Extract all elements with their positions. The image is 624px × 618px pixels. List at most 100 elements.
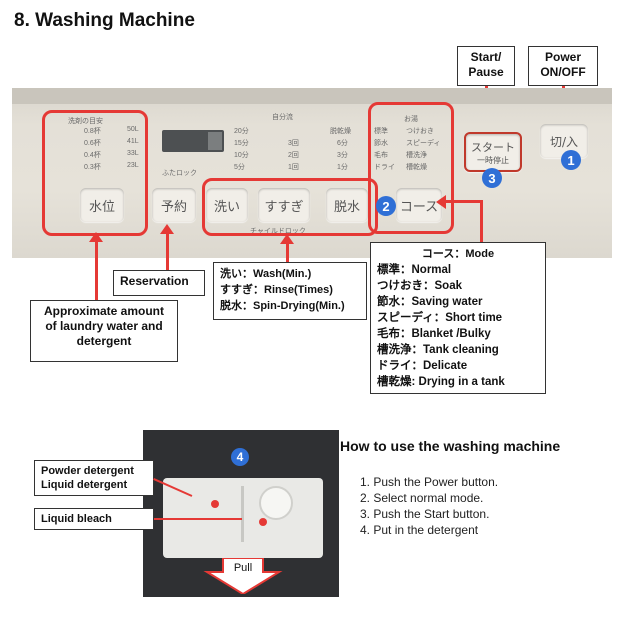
wash-min-20: 20分	[234, 128, 249, 135]
step-2-badge: 2	[376, 196, 396, 216]
water-arrow-line	[95, 240, 98, 300]
bleach-dot	[259, 518, 267, 526]
lcd-indicator	[208, 132, 222, 150]
mode-tank-cleaning: 槽洗浄：Tank cleaning	[377, 344, 499, 356]
liquid-label: Liquid detergent	[41, 479, 128, 491]
page-title: 8. Washing Machine	[14, 10, 195, 31]
start-pause-label-line1: Start/	[470, 50, 502, 64]
reserve-arrow-line	[166, 232, 169, 272]
water-level-4: 0.3杯	[84, 164, 101, 171]
course-right-1: つけおき	[406, 128, 434, 135]
water-liter-3: 33L	[127, 150, 139, 157]
bleach-pointer	[154, 518, 242, 520]
water-level-2: 0.6杯	[84, 140, 101, 147]
start-pause-label: Start/ Pause	[457, 46, 515, 86]
wash-legend-box: 洗い：Wash(Min.) すすぎ：Rinse(Times) 脱水：Spin-D…	[213, 262, 367, 320]
howto-title: How to use the washing machine	[340, 438, 561, 454]
spin-dry: 脱乾燥	[330, 128, 351, 135]
water-level-3: 0.4杯	[84, 152, 101, 159]
power-label-line1: Power	[544, 50, 581, 64]
water-arrow-head	[89, 232, 103, 242]
water-liter-2: 41L	[127, 138, 139, 145]
course-left-2: 節水	[374, 140, 388, 147]
mode-title: コース：Mode	[421, 248, 495, 260]
wash-arrow-line	[286, 242, 289, 262]
wash-button[interactable]: 洗い	[206, 188, 248, 222]
rinse-1: 1回	[288, 164, 299, 171]
water-liter-1: 50L	[127, 126, 139, 133]
mode-saving-water: 節水：Saving water	[377, 296, 483, 308]
water-amount-label: Approximate amount of laundry water and …	[30, 300, 178, 362]
mode-arrow-horizontal	[446, 200, 482, 203]
course-left-1: 標準	[374, 128, 388, 135]
course-header: お湯	[404, 116, 418, 123]
start-button-sublabel: 一時停止	[477, 155, 509, 165]
mode-short-time: スピーディ：Short time	[377, 312, 503, 324]
water-header: 洗剤の目安	[68, 118, 103, 125]
water-level-button[interactable]: 水位	[80, 188, 124, 222]
mode-legend-box: コース：Mode 標準：Normal つけおき：Soak 節水：Saving w…	[370, 242, 546, 394]
course-button[interactable]: コース	[396, 188, 442, 222]
step-3-badge: 3	[482, 168, 502, 188]
start-button[interactable]: スタート 一時停止	[464, 132, 522, 172]
power-label: Power ON/OFF	[528, 46, 598, 86]
step-1-badge: 1	[561, 150, 581, 170]
mode-normal: 標準：Normal	[377, 264, 452, 276]
course-right-4: 槽乾燥	[406, 164, 427, 171]
wash-arrow-head	[280, 234, 294, 244]
powder-dot	[211, 500, 219, 508]
rinse-3: 3回	[288, 140, 299, 147]
howto-step-1: 1. Push the Power button.	[360, 475, 499, 489]
pull-label: Pull	[233, 562, 253, 574]
course-right-3: 槽洗浄	[406, 152, 427, 159]
howto-step-3: 3. Push the Start button.	[360, 507, 490, 521]
pull-arrow: Pull	[203, 557, 283, 596]
powder-label: Powder detergent	[41, 465, 134, 477]
rinse-button[interactable]: すすぎ	[258, 188, 310, 222]
timer-header: 自分流	[272, 114, 293, 121]
course-left-4: ドライ	[374, 164, 395, 171]
powder-liquid-label: Powder detergent Liquid detergent	[34, 460, 154, 496]
spin-3: 3分	[337, 152, 348, 159]
course-highlight	[368, 102, 454, 234]
wash-min-5: 5分	[234, 164, 245, 171]
water-highlight	[42, 110, 148, 236]
rinse-2: 2回	[288, 152, 299, 159]
step-4-badge: 4	[231, 448, 249, 466]
timer-buttons-highlight	[202, 178, 378, 236]
power-button[interactable]: 切/入	[540, 124, 588, 158]
lock-label: ふたロック	[162, 170, 197, 177]
child-lock-label: チャイルドロック	[250, 228, 306, 235]
spin-6: 6分	[337, 140, 348, 147]
water-amount-line1: Approximate amount	[43, 304, 164, 318]
mode-soak: つけおき：Soak	[377, 280, 462, 292]
tray-cap	[259, 486, 293, 520]
spin-1: 1分	[337, 164, 348, 171]
course-right-2: スピーディ	[406, 140, 441, 147]
wash-min-10: 10分	[234, 152, 249, 159]
howto-step-4: 4. Put in the detergent	[360, 523, 479, 537]
course-left-3: 毛布	[374, 152, 388, 159]
water-level-1: 0.8杯	[84, 128, 101, 135]
mode-arrow-vertical	[480, 200, 483, 242]
spin-button[interactable]: 脱水	[326, 188, 368, 222]
water-amount-line2: of laundry water and	[45, 319, 163, 333]
reserve-arrow-head	[160, 224, 174, 234]
wash-legend-spin: 脱水：Spin-Drying(Min.)	[220, 300, 345, 312]
tray-divider	[241, 486, 244, 542]
control-panel: 洗剤の目安 0.8杯 0.6杯 0.4杯 0.3杯 50L 41L 33L 23…	[12, 88, 612, 258]
start-button-label: スタート	[471, 140, 515, 154]
power-label-line2: ON/OFF	[540, 65, 586, 79]
wash-legend-wash: 洗い：Wash(Min.)	[220, 268, 312, 280]
start-pause-label-line2: Pause	[468, 65, 504, 79]
water-liter-4: 23L	[127, 162, 139, 169]
detergent-drawer-photo: 4 Pull	[143, 430, 339, 597]
howto-steps: 1. Push the Power button. 2. Select norm…	[360, 474, 498, 538]
wash-legend-rinse: すすぎ：Rinse(Times)	[220, 284, 333, 296]
wash-min-15: 15分	[234, 140, 249, 147]
panel-rim	[12, 88, 612, 104]
water-amount-line3: detergent	[76, 334, 132, 348]
reservation-button[interactable]: 予約	[152, 188, 196, 222]
mode-delicate: ドライ：Delicate	[377, 360, 468, 372]
reservation-label: Reservation	[113, 270, 205, 296]
